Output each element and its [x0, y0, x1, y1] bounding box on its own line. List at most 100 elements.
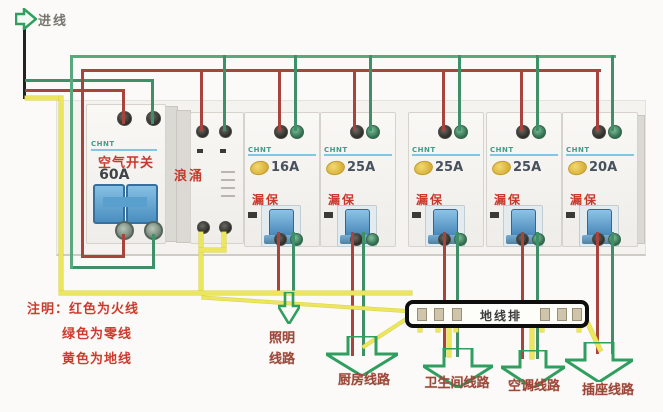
rating-label: 16A	[271, 160, 300, 175]
label-bathroom-circuit: 卫生间线路	[424, 376, 490, 391]
terminal	[608, 125, 622, 139]
terminal	[516, 125, 530, 139]
test-button	[412, 159, 435, 177]
rcbo-25a-kitchen: CHNT 25A 漏保	[320, 112, 396, 247]
inlet-arrow-icon	[15, 8, 37, 30]
rcbo-label: 漏保	[416, 193, 445, 207]
arrow-lighting	[278, 292, 300, 324]
terminal	[592, 233, 605, 246]
terminal	[219, 125, 232, 138]
rcbo-label: 漏保	[494, 193, 523, 207]
wire-neutral-return	[70, 266, 155, 269]
brand-stripe	[91, 149, 157, 151]
rating-label: 25A	[513, 160, 542, 175]
indicator-window	[248, 212, 257, 218]
wire-neutral-bus	[70, 55, 616, 58]
rating-label: 25A	[435, 160, 464, 175]
wire-live-in	[25, 89, 124, 92]
terminal-screw	[144, 221, 163, 240]
terminal	[274, 233, 287, 246]
brand-stripe	[490, 154, 558, 156]
terminal	[516, 233, 529, 246]
label-lighting-circuit: 照明 线路	[268, 331, 295, 367]
indicator-window	[220, 149, 226, 153]
legend-line-neutral: 绿色为零线	[62, 327, 133, 342]
brand-stripe	[412, 154, 480, 156]
terminal	[438, 233, 451, 246]
terminal	[366, 125, 380, 139]
ground-bus-label: 地线排	[479, 309, 522, 323]
surge-label: 浪涌	[174, 169, 205, 184]
terminal	[454, 125, 468, 139]
terminal	[117, 111, 132, 126]
terminal	[608, 233, 621, 246]
bus-terminal	[557, 308, 567, 321]
terminal	[532, 233, 545, 246]
rating-label: 25A	[347, 160, 376, 175]
brand-stripe	[324, 154, 392, 156]
indicator-window	[566, 212, 575, 218]
rcbo-25a-bathroom: CHNT 25A 漏保	[408, 112, 484, 247]
brand-label: CHNT	[412, 146, 436, 154]
wire-ground-main-run	[59, 291, 412, 295]
spec-text	[221, 179, 235, 181]
bus-terminal	[434, 308, 444, 321]
rcbo-25a-ac: CHNT 25A 漏保	[486, 112, 562, 247]
terminal	[532, 125, 546, 139]
indicator-window	[197, 149, 203, 153]
terminal	[592, 125, 606, 139]
wire-incoming	[23, 26, 26, 99]
terminal	[197, 221, 210, 234]
breaker-toggle	[93, 184, 158, 224]
terminal	[274, 125, 288, 139]
spec-text	[221, 195, 235, 197]
terminal	[438, 125, 452, 139]
terminal	[350, 125, 364, 139]
brand-stripe	[248, 154, 316, 156]
rcbo-label: 漏保	[570, 193, 599, 207]
terminal	[454, 233, 467, 246]
rating-label: 20A	[589, 160, 618, 175]
rcbo-label: 漏保	[252, 193, 281, 207]
terminal	[219, 221, 232, 234]
legend-line-live: 注明：红色为火线	[27, 302, 140, 317]
legend-line-ground: 黄色为地线	[62, 352, 133, 367]
brand-label: CHNT	[248, 146, 272, 154]
main-breaker-title: 空气开关	[97, 156, 154, 171]
ground-bus-bar: 地线排	[405, 300, 589, 328]
test-button	[490, 159, 513, 177]
inlet-label: 进线	[38, 14, 69, 29]
main-breaker-rating: 60A	[99, 167, 130, 183]
arrow-socket	[565, 342, 633, 382]
brand-label: CHNT	[490, 146, 514, 154]
brand-label: CHNT	[324, 146, 348, 154]
terminal-screw	[115, 221, 134, 240]
rcbo-label: 漏保	[328, 193, 357, 207]
rcbo-16a: CHNT 16A 漏保	[244, 112, 320, 247]
arrow-ac	[501, 350, 565, 388]
test-button	[248, 159, 271, 177]
terminal	[146, 111, 161, 126]
main-breaker-60a: CHNT 空气开关 60A	[86, 104, 166, 244]
spec-text	[221, 187, 235, 189]
wire-neutral-in	[25, 79, 153, 82]
label-ac-circuit: 空调线路	[507, 379, 560, 394]
brand-label: CHNT	[566, 146, 590, 154]
wire-live-bus	[81, 69, 601, 72]
terminal	[290, 233, 303, 246]
indicator-window	[324, 212, 333, 218]
indicator-window	[412, 212, 421, 218]
terminal	[196, 125, 209, 138]
test-button	[566, 159, 589, 177]
test-button	[324, 159, 347, 177]
wire-ground-diagonal	[201, 296, 413, 313]
terminal	[290, 125, 304, 139]
terminal	[366, 233, 379, 246]
terminal	[350, 233, 363, 246]
bus-terminal	[540, 308, 550, 321]
label-socket-circuit: 插座线路	[581, 383, 634, 398]
brand-stripe	[566, 154, 634, 156]
rcbo-20a-socket: CHNT 20A 漏保	[562, 112, 638, 247]
label-kitchen-circuit: 厨房线路	[337, 373, 390, 388]
